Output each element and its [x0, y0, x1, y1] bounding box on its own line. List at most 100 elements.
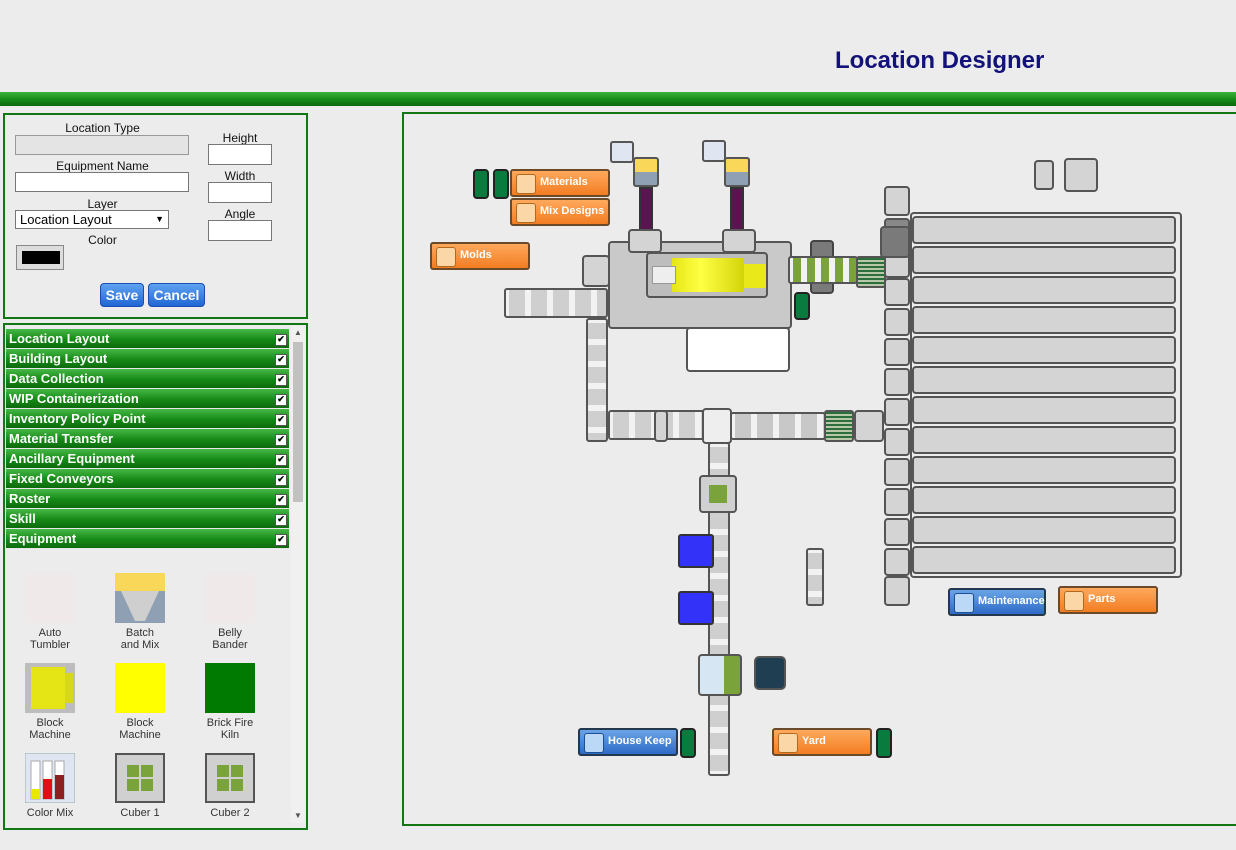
checkbox-icon[interactable]: ✔: [275, 534, 287, 546]
tag-icon[interactable]: [473, 169, 489, 199]
kiln-bay[interactable]: [912, 276, 1176, 304]
checkbox-icon[interactable]: ✔: [275, 494, 287, 506]
cuber-icon[interactable]: [699, 475, 737, 513]
station[interactable]: [884, 428, 910, 456]
location-type-field[interactable]: [15, 135, 189, 155]
palette-item-cuber-2[interactable]: Cuber 2: [192, 753, 268, 819]
kiln-bay[interactable]: [912, 216, 1176, 244]
design-canvas[interactable]: Materials Mix Designs Molds: [402, 112, 1236, 826]
layer-item-skill[interactable]: Skill✔: [6, 509, 289, 529]
checkbox-icon[interactable]: ✔: [275, 354, 287, 366]
checkbox-icon[interactable]: ✔: [275, 334, 287, 346]
kiln-bay[interactable]: [912, 546, 1176, 574]
scroll-up-icon[interactable]: ▲: [294, 328, 302, 337]
color-picker[interactable]: [16, 245, 64, 270]
kiln-bay[interactable]: [912, 246, 1176, 274]
transfer[interactable]: [702, 408, 732, 444]
parts-location[interactable]: Parts: [1058, 586, 1158, 614]
scroll-thumb[interactable]: [293, 342, 303, 502]
conveyor[interactable]: [806, 548, 824, 606]
materials-location[interactable]: Materials: [510, 169, 610, 197]
tag-icon[interactable]: [680, 728, 696, 758]
palette-item-cuber-1[interactable]: Cuber 1: [102, 753, 178, 819]
checkbox-icon[interactable]: ✔: [275, 374, 287, 386]
layer-item-roster[interactable]: Roster✔: [6, 489, 289, 509]
kiln-bay[interactable]: [912, 306, 1176, 334]
kiln-bay[interactable]: [912, 456, 1176, 484]
checkbox-icon[interactable]: ✔: [275, 454, 287, 466]
kiln-bay[interactable]: [912, 486, 1176, 514]
tag-icon[interactable]: [794, 292, 810, 320]
station[interactable]: [884, 338, 910, 366]
packaging-icon[interactable]: [698, 654, 742, 696]
layers-scrollbar[interactable]: ▲ ▼: [291, 326, 305, 823]
forklift-icon[interactable]: [754, 656, 786, 690]
checkbox-icon[interactable]: ✔: [275, 414, 287, 426]
layer-item-location-layout[interactable]: Location Layout✔: [6, 329, 289, 349]
checkbox-icon[interactable]: ✔: [275, 394, 287, 406]
stack-icon[interactable]: [824, 410, 854, 442]
tag-icon[interactable]: [876, 728, 892, 758]
conveyor[interactable]: [730, 412, 826, 440]
station[interactable]: [884, 576, 910, 606]
house-keep-location[interactable]: House Keep: [578, 728, 678, 756]
kiln-bay[interactable]: [912, 396, 1176, 424]
transfer[interactable]: [880, 226, 910, 258]
layer-item-material-transfer[interactable]: Material Transfer✔: [6, 429, 289, 449]
station[interactable]: [884, 518, 910, 546]
blue-station[interactable]: [678, 591, 714, 625]
station[interactable]: [884, 398, 910, 426]
color-mix-icon[interactable]: [702, 140, 726, 162]
station[interactable]: [854, 410, 884, 442]
stack-icon[interactable]: [856, 256, 886, 288]
tag-icon[interactable]: [493, 169, 509, 199]
layer-item-fixed-conveyors[interactable]: Fixed Conveyors✔: [6, 469, 289, 489]
blue-station[interactable]: [678, 534, 714, 568]
height-input[interactable]: [208, 144, 272, 165]
feeder[interactable]: [582, 255, 610, 287]
conveyor[interactable]: [504, 288, 608, 318]
chute[interactable]: [730, 187, 744, 233]
station[interactable]: [884, 368, 910, 396]
layer-item-data-collection[interactable]: Data Collection✔: [6, 369, 289, 389]
chute[interactable]: [639, 187, 653, 233]
kiln-bay[interactable]: [912, 426, 1176, 454]
batch-and-mix-icon[interactable]: [724, 157, 750, 187]
kiln-bay[interactable]: [912, 516, 1176, 544]
checkbox-icon[interactable]: ✔: [275, 434, 287, 446]
save-button[interactable]: Save: [100, 283, 144, 307]
layer-select[interactable]: Location Layout ▼: [15, 210, 169, 229]
scroll-down-icon[interactable]: ▼: [294, 811, 302, 820]
angle-input[interactable]: [208, 220, 272, 241]
mix-designs-location[interactable]: Mix Designs: [510, 198, 610, 226]
color-mix-icon[interactable]: [610, 141, 634, 163]
feeder[interactable]: [628, 229, 662, 253]
batch-and-mix-icon[interactable]: [633, 157, 659, 187]
empty-station[interactable]: [686, 327, 790, 372]
kiln-bay[interactable]: [912, 336, 1176, 364]
station[interactable]: [884, 278, 910, 306]
stop[interactable]: [654, 410, 668, 442]
cancel-button[interactable]: Cancel: [148, 283, 205, 307]
feeder[interactable]: [722, 229, 756, 253]
width-input[interactable]: [208, 182, 272, 203]
station[interactable]: [1034, 160, 1054, 190]
layer-item-wip-containerization[interactable]: WIP Containerization✔: [6, 389, 289, 409]
station[interactable]: [884, 458, 910, 486]
conveyor[interactable]: [586, 318, 608, 442]
layer-item-inventory-policy-point[interactable]: Inventory Policy Point✔: [6, 409, 289, 429]
yard-location[interactable]: Yard: [772, 728, 872, 756]
equipment-name-input[interactable]: [15, 172, 189, 192]
checkbox-icon[interactable]: ✔: [275, 474, 287, 486]
block-machine[interactable]: [646, 252, 768, 298]
palette-item-color-mix[interactable]: Color Mix: [12, 752, 88, 819]
station[interactable]: [884, 308, 910, 336]
station[interactable]: [884, 548, 910, 576]
checkbox-icon[interactable]: ✔: [275, 514, 287, 526]
station[interactable]: [1064, 158, 1098, 192]
